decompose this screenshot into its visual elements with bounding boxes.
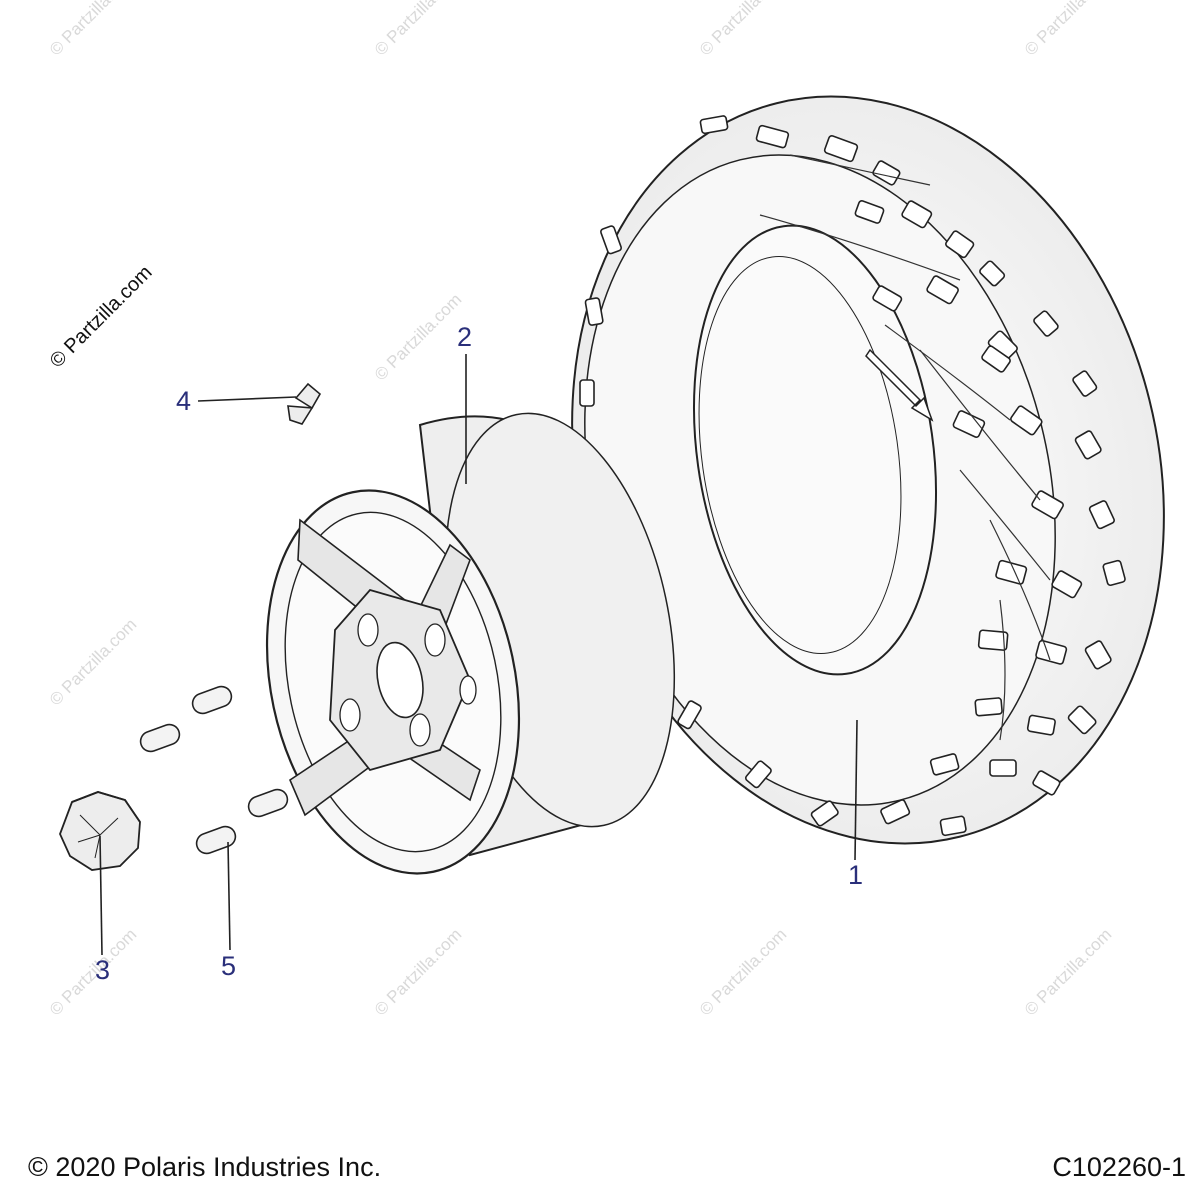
leader-line-3 [99,835,103,956]
callout-2: 2 [457,322,473,352]
lug-nut-icon [59,791,141,871]
callout-5: 5 [221,951,237,981]
copyright-text: © 2020 Polaris Industries Inc. [28,1152,382,1182]
wheel-rim-icon [265,412,676,875]
leader-line-4 [197,396,297,402]
leader-line-5 [227,841,231,951]
callout-3: 3 [95,955,111,985]
diagram-id: C102260-1 [1052,1152,1186,1182]
valve-stem-icon [287,382,322,425]
callout-1: 1 [848,860,864,890]
callout-4: 4 [176,386,192,416]
leader-line-1 [854,719,858,861]
lug-stud-icon [139,685,289,855]
tire-icon [571,95,1165,845]
